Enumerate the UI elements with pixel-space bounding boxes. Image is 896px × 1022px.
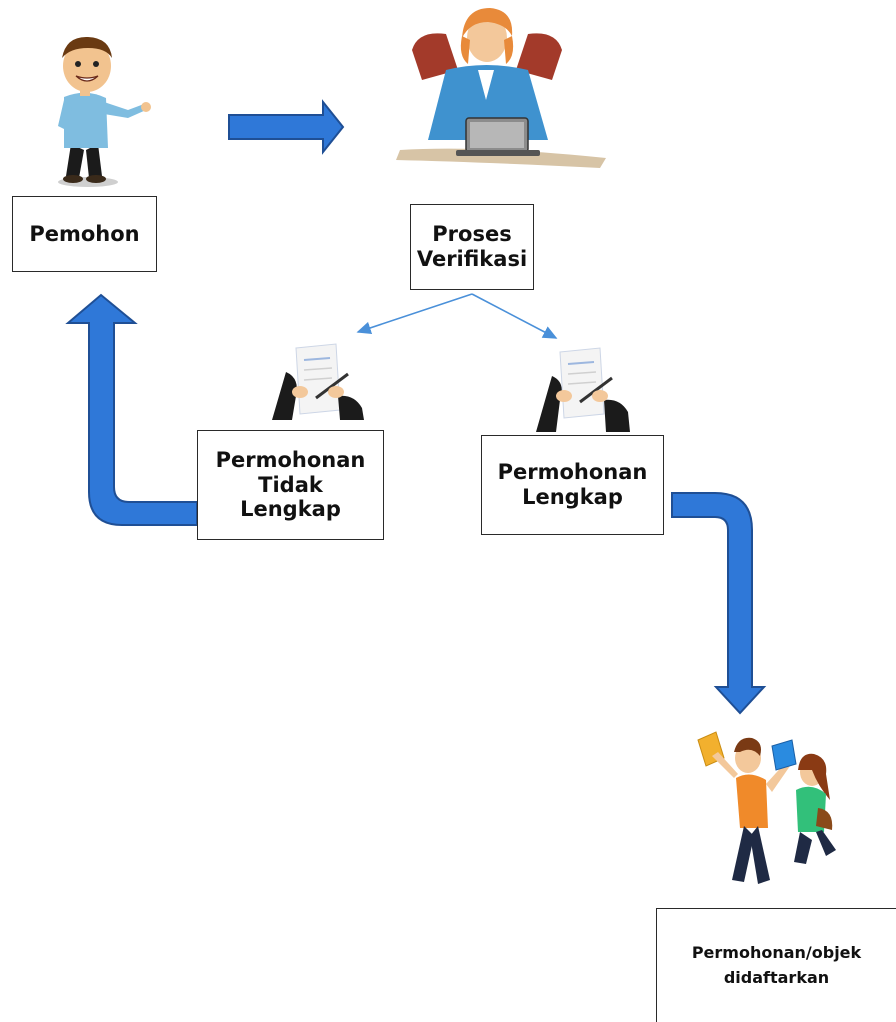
signing-document-icon-incomplete — [272, 343, 364, 420]
node-permohonan-lengkap: Permohonan Lengkap — [481, 435, 664, 535]
node-permohonan-tidak-lengkap: Permohonan Tidak Lengkap — [197, 430, 384, 540]
node-permohonan-didaftarkan: Permohonan/objek didaftarkan — [656, 908, 896, 1022]
arrow-return-to-applicant — [65, 293, 198, 526]
man-presenting-icon — [58, 36, 151, 187]
thin-arrow-complete — [471, 293, 558, 339]
node-pemohon: Pemohon — [12, 196, 157, 272]
node-proses-verifikasi: Proses Verifikasi — [410, 204, 534, 290]
signing-document-icon-complete — [536, 347, 630, 432]
thin-arrow-incomplete — [356, 293, 473, 335]
happy-students-icon — [697, 731, 836, 884]
arrow-to-verification — [228, 99, 345, 155]
woman-at-laptop-icon — [396, 8, 606, 168]
arrow-to-registered — [671, 492, 767, 715]
